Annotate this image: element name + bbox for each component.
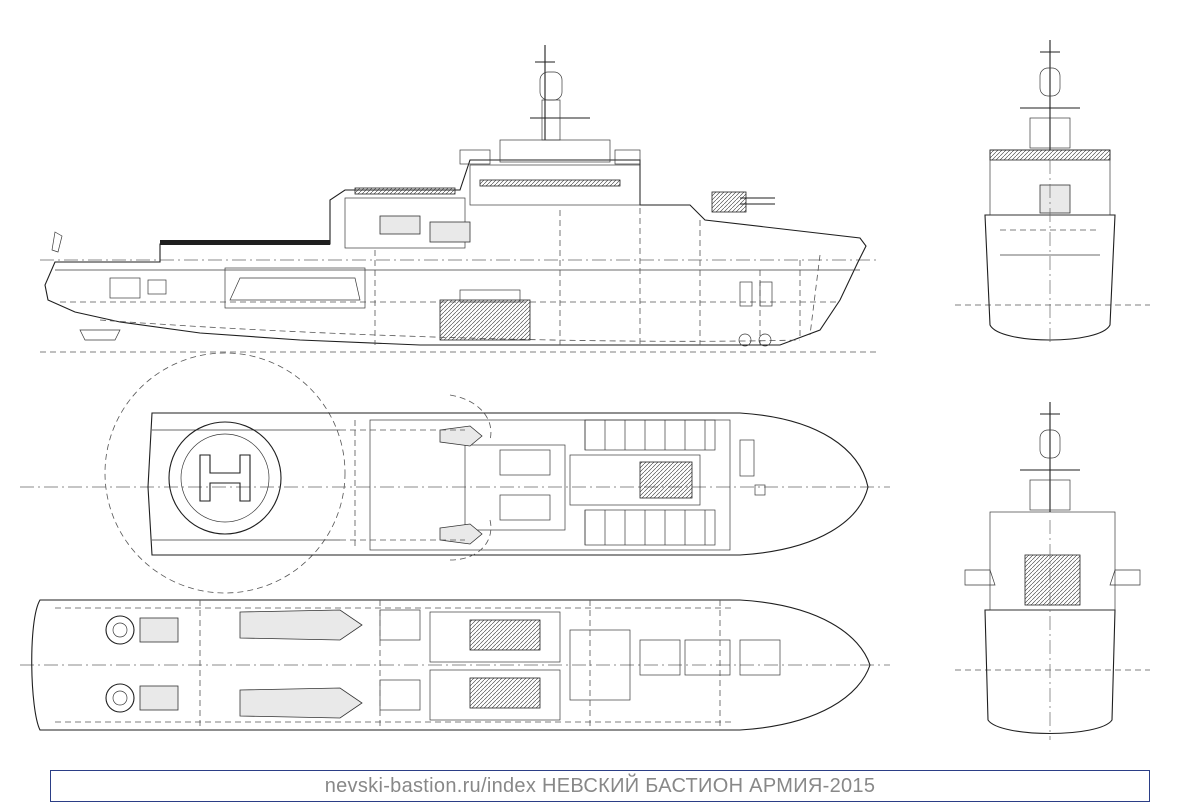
lower-deck-plan-view (20, 599, 890, 731)
propulsion-pods (105, 615, 179, 713)
engine (439, 289, 531, 341)
engine-room (379, 609, 781, 721)
rear-view (955, 402, 1150, 740)
mast (530, 45, 590, 141)
front-view (955, 40, 1150, 345)
gun-turret (711, 191, 775, 213)
helipad (168, 421, 282, 535)
caption-box: nevski-bastion.ru/index НЕВСКИЙ БАСТИОН … (50, 770, 1150, 802)
top-deck-plan-view (20, 352, 890, 594)
superstructure (344, 139, 641, 249)
side-profile-view (40, 45, 880, 353)
caption-text: nevski-bastion.ru/index НЕВСКИЙ БАСТИОН … (324, 775, 876, 797)
accommodation-rooms (369, 419, 766, 551)
